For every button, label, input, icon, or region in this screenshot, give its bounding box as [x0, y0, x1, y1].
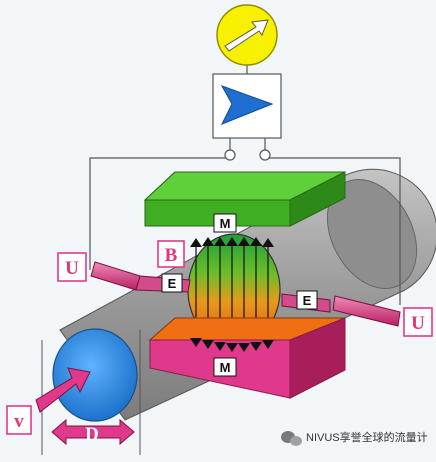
magnet-label-bottom-box: M: [213, 357, 237, 377]
velocity-label-box: v: [6, 405, 32, 435]
electrode-label-right: E: [303, 293, 312, 308]
velocity-arrow: [35, 367, 91, 413]
magnet-label-top: M: [220, 216, 231, 231]
watermark-text: NIVUS享誉全球的流量计: [306, 430, 428, 444]
terminal-left: [224, 149, 236, 161]
field-arrowheads-bottom: [190, 338, 274, 352]
field-arrowheads-top: [190, 237, 274, 247]
watermark: NIVUS享誉全球的流量计: [281, 430, 428, 446]
arrow-gauge-icon: [216, 4, 278, 66]
magnet-label-bottom: M: [220, 360, 231, 375]
pipe-end: [52, 328, 138, 422]
top-magnet: [143, 171, 346, 227]
diameter-label: D: [85, 424, 99, 445]
electrode-label-right-box: E: [296, 290, 318, 310]
voltage-box-left: U: [57, 252, 87, 282]
signal-wires: [89, 138, 401, 305]
magnet-label-top-box: M: [213, 213, 237, 233]
voltage-label-right: U: [411, 313, 425, 334]
voltage-label-left: U: [65, 258, 79, 279]
voltage-box-right: U: [403, 307, 433, 337]
electrode-label-left-box: E: [161, 273, 183, 293]
amplifier-chevron-icon: [212, 73, 282, 139]
field-label: B: [165, 245, 178, 266]
terminal-right: [259, 149, 271, 161]
diameter-arrow: [51, 418, 135, 446]
field-label-box: B: [157, 240, 185, 268]
bottom-magnet: [148, 317, 346, 399]
electrode-label-left: E: [168, 276, 177, 291]
velocity-label: v: [14, 411, 24, 432]
wechat-icon: [281, 431, 302, 446]
